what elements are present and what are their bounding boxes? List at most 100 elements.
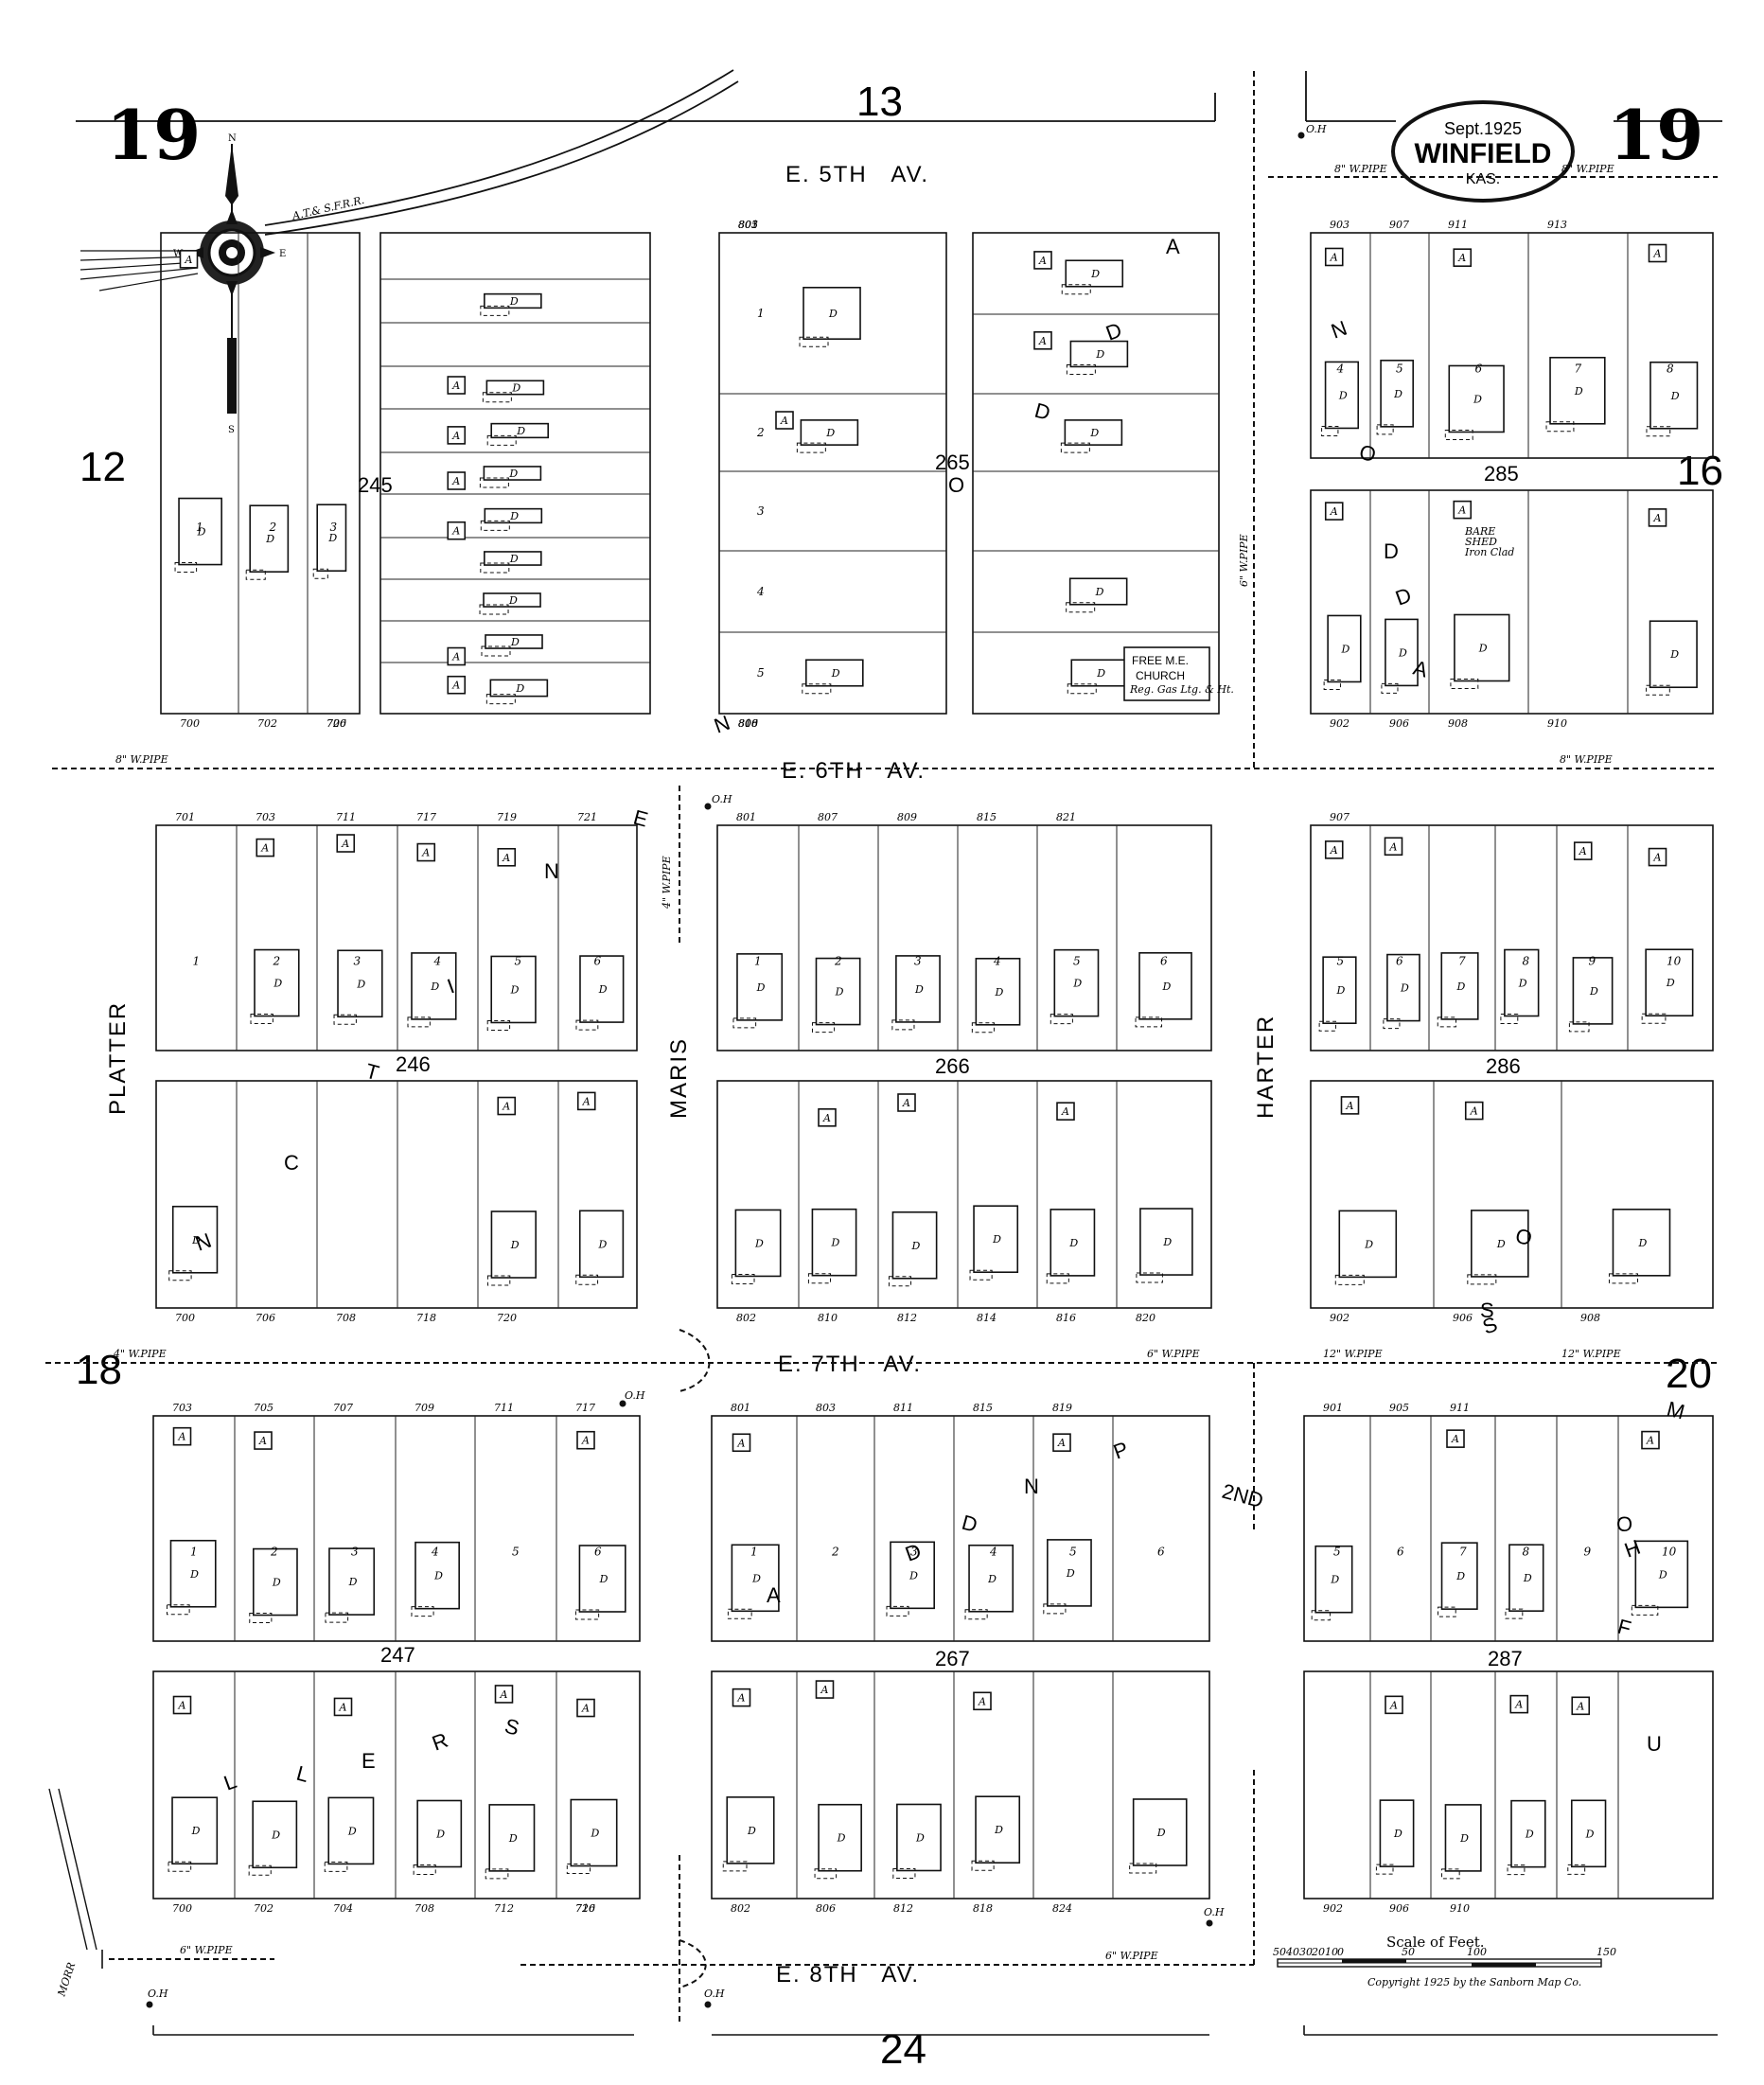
building-code: D	[435, 1828, 445, 1840]
address-number: 906	[1389, 1902, 1409, 1915]
address-number: 812	[893, 1902, 913, 1915]
block-247	[152, 1415, 641, 1642]
building-code: A	[1330, 844, 1338, 857]
dwelling	[1508, 1544, 1544, 1612]
lot-number: 5	[1333, 1546, 1341, 1559]
building-code: A	[451, 430, 460, 442]
building-code: D	[1156, 1827, 1166, 1839]
dwelling	[490, 422, 549, 439]
lot-number: 8	[1667, 362, 1674, 376]
address-number: 708	[415, 1902, 434, 1915]
building-code: D	[510, 636, 520, 648]
auto-garage	[1464, 1101, 1484, 1121]
building-code: D	[1096, 667, 1105, 680]
block-245	[160, 232, 361, 715]
addition-letter: A	[1411, 656, 1431, 682]
shed-line3: Iron Clad	[1464, 546, 1514, 558]
hydrant-label: O.H	[712, 793, 732, 805]
building-code: D	[1478, 642, 1488, 654]
building-code: A	[1457, 252, 1466, 264]
dwelling	[1379, 1799, 1415, 1867]
building-code: A	[1646, 1435, 1654, 1447]
dwelling	[1380, 360, 1415, 428]
addition-letter: D	[1032, 398, 1053, 425]
building-code: D	[347, 1825, 357, 1837]
auto-garage	[416, 842, 436, 862]
dwelling	[1634, 1540, 1689, 1609]
address-number: 814	[977, 1312, 997, 1324]
address-number: 907	[1330, 811, 1349, 823]
address-number: 707	[333, 1402, 353, 1414]
scale-tick-label: 150	[1596, 1946, 1616, 1958]
building-code: A	[1389, 840, 1398, 853]
building-code: D	[908, 1569, 918, 1581]
addition-letter: N	[711, 711, 732, 738]
building-code: A	[1330, 505, 1338, 518]
building-code: D	[599, 1573, 609, 1585]
dwelling	[1327, 614, 1362, 683]
address-number: 903	[1330, 219, 1349, 231]
scale-tick-label: 10	[1325, 1946, 1338, 1958]
building-code: D	[1637, 1237, 1647, 1249]
auto-garage	[1648, 243, 1667, 263]
adjacent-sheet-left-mid: 18	[76, 1347, 122, 1393]
dwelling	[252, 1800, 298, 1869]
address-number: 708	[336, 1312, 356, 1324]
lot-number: 6	[1157, 1546, 1165, 1559]
lot-number: 6	[1160, 955, 1168, 968]
building-code: D	[754, 1237, 764, 1249]
dwelling	[578, 1210, 625, 1279]
dwelling	[1070, 659, 1130, 687]
scale-tick-label: 40	[1285, 1946, 1299, 1958]
page-number-left: 19	[106, 95, 201, 175]
auto-garage	[336, 834, 356, 853]
building-code: D	[273, 978, 282, 990]
lot-number: 3	[914, 955, 922, 968]
hydrant-label: O.H	[1204, 1906, 1225, 1918]
addition-letter: 2ND	[1220, 1479, 1266, 1513]
dwelling	[1338, 1210, 1398, 1279]
block-number: 266	[935, 1054, 970, 1078]
addition-letter: D	[1384, 539, 1399, 563]
dwelling	[178, 497, 222, 566]
address-number: 719	[497, 811, 517, 823]
addition-letter: S	[503, 1714, 522, 1740]
block-285	[1310, 489, 1714, 715]
addition-letter: O	[1513, 1224, 1535, 1251]
address-number: 721	[577, 811, 597, 823]
building-code: D	[825, 427, 835, 439]
street-e8th: E. 8TH AV.	[776, 1962, 920, 1988]
auto-garage	[172, 1695, 192, 1715]
building-code: D	[1393, 388, 1402, 400]
dwelling	[1047, 1539, 1092, 1607]
auto-garage	[576, 1091, 596, 1111]
block-245	[379, 232, 651, 715]
address-number: 910	[1450, 1902, 1470, 1915]
building-code: D	[1095, 586, 1104, 598]
lot-number: 9	[1589, 955, 1596, 968]
dwelling	[1504, 948, 1540, 1017]
address-number: 701	[175, 811, 195, 823]
building-code: A	[1038, 255, 1047, 267]
auto-garage	[494, 1685, 514, 1704]
dwelling	[416, 1799, 463, 1868]
pipe-label-12in-7th-right: 12" W.PIPE	[1561, 1348, 1621, 1360]
building-code: A	[502, 852, 510, 864]
building-code: A	[978, 1695, 986, 1707]
compass-rose-icon: N S E W	[79, 133, 286, 435]
lot-number: 1	[190, 1546, 198, 1559]
address-number: 703	[256, 811, 275, 823]
scale-tick-label: 0	[1337, 1946, 1344, 1958]
street-e7th: E. 7TH AV.	[778, 1352, 922, 1377]
dwelling	[1440, 1542, 1478, 1610]
auto-garage	[576, 1430, 595, 1450]
auto-garage	[333, 1697, 353, 1717]
dwelling	[1448, 364, 1505, 433]
address-number: 815	[977, 811, 997, 823]
lot-number: 5	[1073, 955, 1081, 968]
addition-letter: D	[960, 1511, 980, 1537]
dwelling	[1454, 613, 1510, 682]
